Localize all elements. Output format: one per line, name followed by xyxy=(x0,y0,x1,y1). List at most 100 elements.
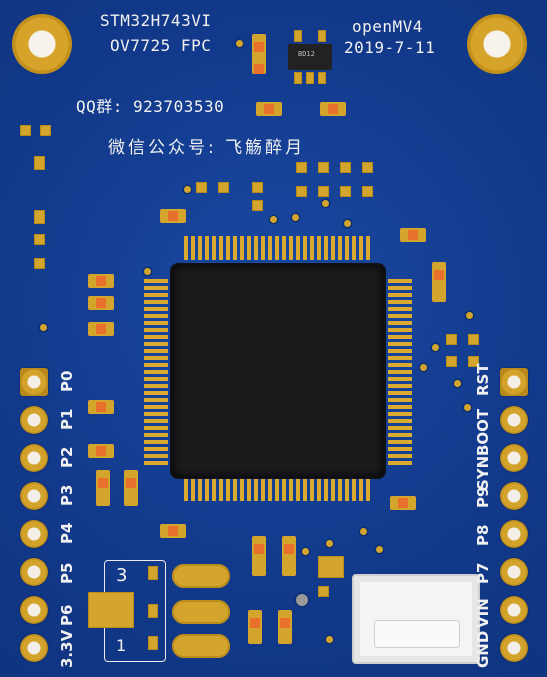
via xyxy=(466,312,473,319)
via xyxy=(420,364,427,371)
smd-pad xyxy=(252,182,263,193)
solder-jumper xyxy=(172,564,230,588)
smd-pad xyxy=(20,125,31,136)
sot-pad xyxy=(294,30,302,42)
usb-slot xyxy=(374,620,460,648)
capacitor xyxy=(252,56,266,74)
via xyxy=(326,540,333,547)
header-pin-right xyxy=(500,368,528,396)
header-pin-left xyxy=(20,520,48,548)
smd-pad xyxy=(296,186,307,197)
via xyxy=(322,200,329,207)
smd-pad xyxy=(218,182,229,193)
capacitor xyxy=(160,524,186,538)
pin-label-right: P7 xyxy=(474,562,492,584)
date-label: 2019-7-11 xyxy=(344,38,436,57)
header-pin-left xyxy=(20,634,48,662)
capacitor xyxy=(252,536,266,576)
mcu-label: STM32H743VI xyxy=(100,11,212,30)
via xyxy=(432,344,439,351)
via xyxy=(454,380,461,387)
smd-pad xyxy=(34,156,45,170)
resistor xyxy=(88,322,114,336)
header-pin-right xyxy=(500,558,528,586)
resistor xyxy=(88,274,114,288)
capacitor xyxy=(282,536,296,576)
smd-pad xyxy=(468,356,479,367)
pin-label-right: P8 xyxy=(474,524,492,546)
header-pin-left xyxy=(20,558,48,586)
capacitor xyxy=(124,470,138,506)
pin-label-right: RST xyxy=(474,363,492,396)
via xyxy=(270,216,277,223)
pin-label-right: BOOT xyxy=(474,408,492,456)
via xyxy=(360,528,367,535)
via xyxy=(144,268,151,275)
header-pin-left xyxy=(20,406,48,434)
sot-pad xyxy=(294,72,302,84)
smd-pad xyxy=(446,334,457,345)
smd-pad xyxy=(318,186,329,197)
via xyxy=(376,546,383,553)
capacitor xyxy=(96,470,110,506)
pin-label-left: P2 xyxy=(58,446,76,468)
pin-label-left: P3 xyxy=(58,484,76,506)
header-pin-left xyxy=(20,368,48,396)
mounting-hole-icon xyxy=(467,14,527,74)
smd-pad xyxy=(340,162,351,173)
header-pin-left xyxy=(20,444,48,472)
test-point xyxy=(296,594,308,606)
pin-label-left: P4 xyxy=(58,522,76,544)
smd-pad xyxy=(318,586,329,597)
pin-label-left: P1 xyxy=(58,408,76,430)
sot-pad xyxy=(318,72,326,84)
sot-pad xyxy=(306,72,314,84)
smd-pad xyxy=(362,186,373,197)
via xyxy=(292,214,299,221)
jumper-pad xyxy=(88,592,134,628)
chip-leads-bottom xyxy=(184,477,372,501)
brand-label: openMV4 xyxy=(352,17,423,36)
capacitor xyxy=(252,34,266,60)
pin-label-right: GND xyxy=(474,630,492,668)
via xyxy=(344,220,351,227)
smd-pad xyxy=(34,234,45,245)
pin-label-left: 3.3V xyxy=(58,629,76,668)
jumper-number-bottom: 1 xyxy=(116,636,127,655)
usb-connector-icon[interactable] xyxy=(352,574,480,664)
chip-leads-left xyxy=(144,279,168,467)
solder-jumper xyxy=(172,600,230,624)
smd-pad xyxy=(252,200,263,211)
chip-leads-top xyxy=(184,236,372,260)
smd-pad xyxy=(446,356,457,367)
via xyxy=(302,548,309,555)
pin-label-right: VIN xyxy=(474,598,492,628)
qq-label: QQ群: 923703530 xyxy=(76,97,225,116)
smd-pad xyxy=(296,162,307,173)
header-pin-right xyxy=(500,520,528,548)
sot-pad xyxy=(318,30,326,42)
smd-pad xyxy=(468,334,479,345)
regulator-ic: BD12 xyxy=(288,44,332,70)
via xyxy=(326,636,333,643)
capacitor xyxy=(320,102,346,116)
pin-label-right: SYN xyxy=(474,455,492,490)
capacitor xyxy=(248,610,262,644)
capacitor xyxy=(432,262,446,302)
smd-pad xyxy=(362,162,373,173)
via xyxy=(184,186,191,193)
smd-pad xyxy=(318,556,344,578)
smd-pad xyxy=(148,566,158,580)
pin-label-left: P0 xyxy=(58,370,76,392)
header-pin-left xyxy=(20,596,48,624)
pin-label-right: P9 xyxy=(474,486,492,508)
smd-pad xyxy=(148,636,158,650)
capacitor xyxy=(256,102,282,116)
smd-pad xyxy=(34,258,45,269)
capacitor xyxy=(160,209,186,223)
pin-label-left: P6 xyxy=(58,604,76,626)
smd-pad xyxy=(148,604,158,618)
wechat-label: 微信公众号: 飞觞醉月 xyxy=(108,138,306,158)
via xyxy=(236,40,243,47)
